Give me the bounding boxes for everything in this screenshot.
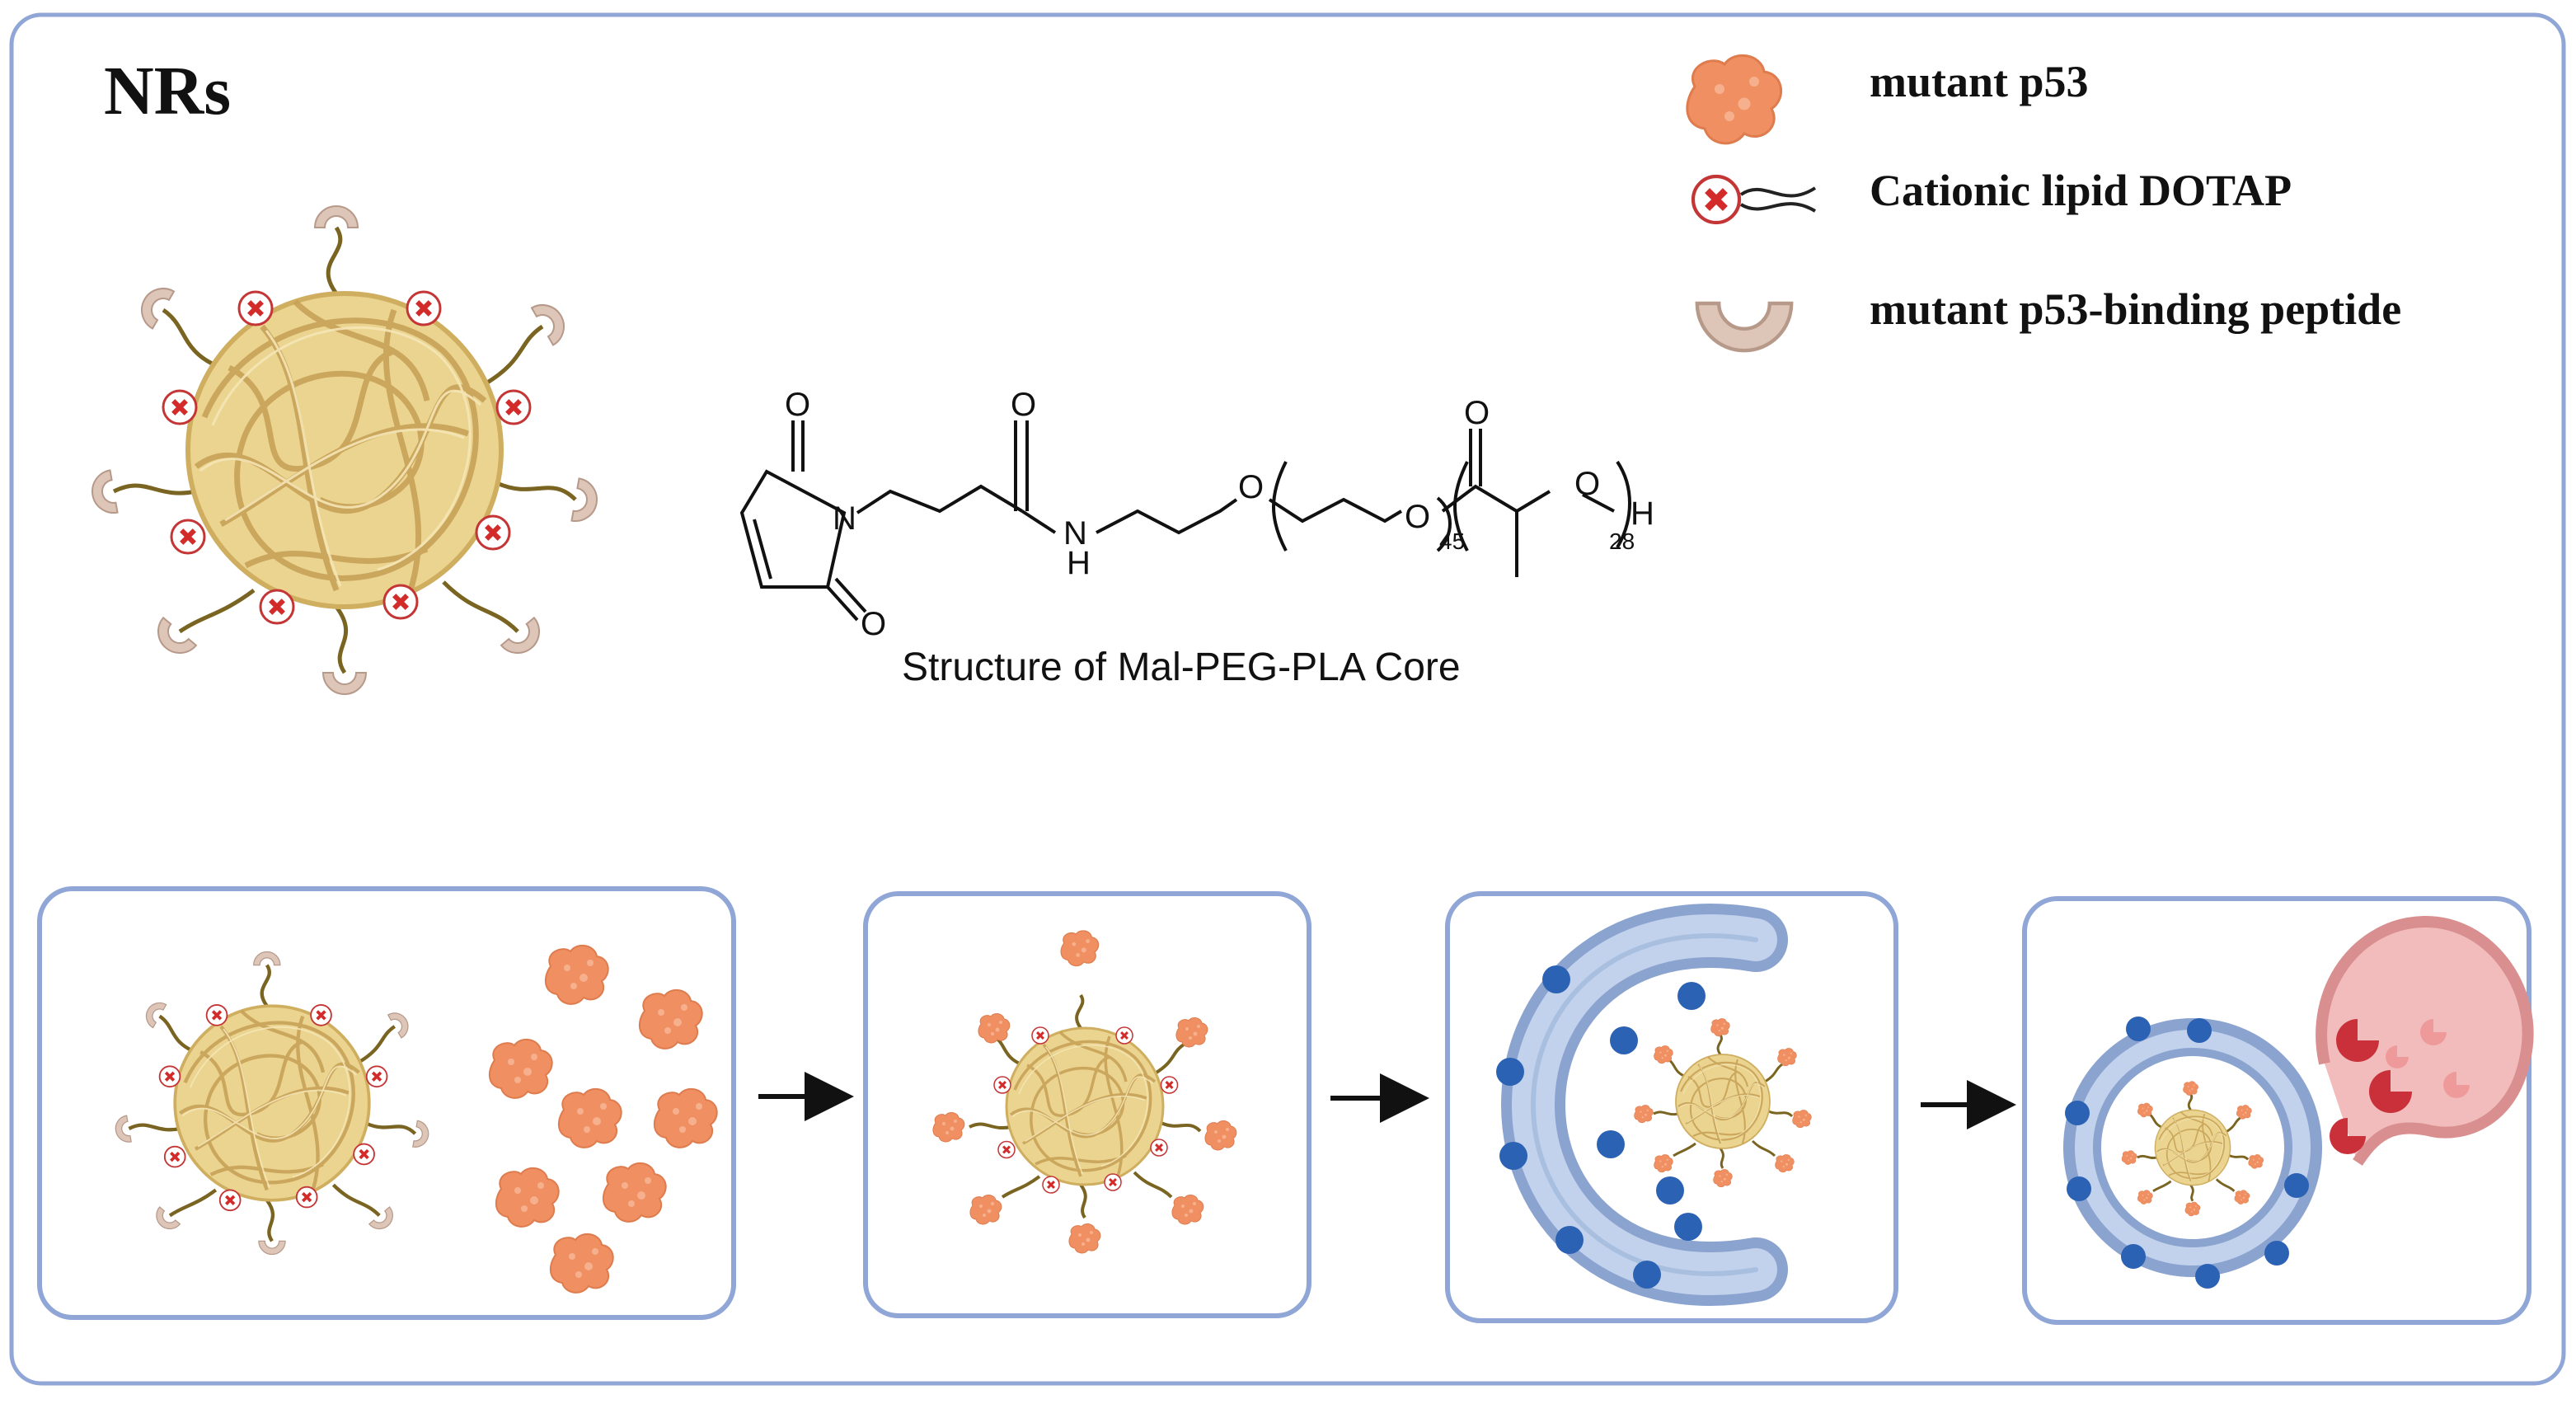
legend-label-mutant-p53: mutant p53: [1870, 57, 2089, 106]
panel-3-endocytosis: [1496, 904, 1812, 1306]
atom-o-7: O: [1574, 466, 1600, 502]
panel-1-particle: [113, 951, 431, 1256]
atom-o-4: O: [1238, 469, 1264, 505]
panel-4-endosome-lysosome: [2063, 915, 2534, 1289]
atom-o-1: O: [785, 387, 810, 423]
atom-h-2: H: [1631, 495, 1654, 532]
subscript-pla: 28: [1609, 528, 1635, 554]
atom-o-2: O: [861, 606, 886, 642]
atom-o-6: O: [1464, 395, 1490, 431]
subscript-peg: 45: [1439, 528, 1465, 554]
figure-title: NRs: [104, 53, 232, 129]
cationic-lipid-icon: [1693, 176, 1817, 223]
atom-n-1: N: [833, 500, 856, 537]
structure-caption: Structure of Mal-PEG-PLA Core: [902, 646, 1461, 689]
panel-2-particle-with-proteins: [932, 930, 1237, 1254]
nanoreceptor-particle-large: [87, 205, 602, 695]
legend-label-binding-peptide: mutant p53-binding peptide: [1870, 284, 2402, 334]
panel-1-frame: [37, 886, 736, 1320]
mal-peg-pla-structure: [739, 420, 1631, 622]
atom-o-5: O: [1405, 499, 1430, 535]
atom-n-2: N: [1063, 515, 1087, 552]
atom-o-3: O: [1011, 387, 1036, 423]
atom-h-1: H: [1067, 545, 1091, 581]
legend-label-cationic-lipid: Cationic lipid DOTAP: [1870, 166, 2292, 215]
